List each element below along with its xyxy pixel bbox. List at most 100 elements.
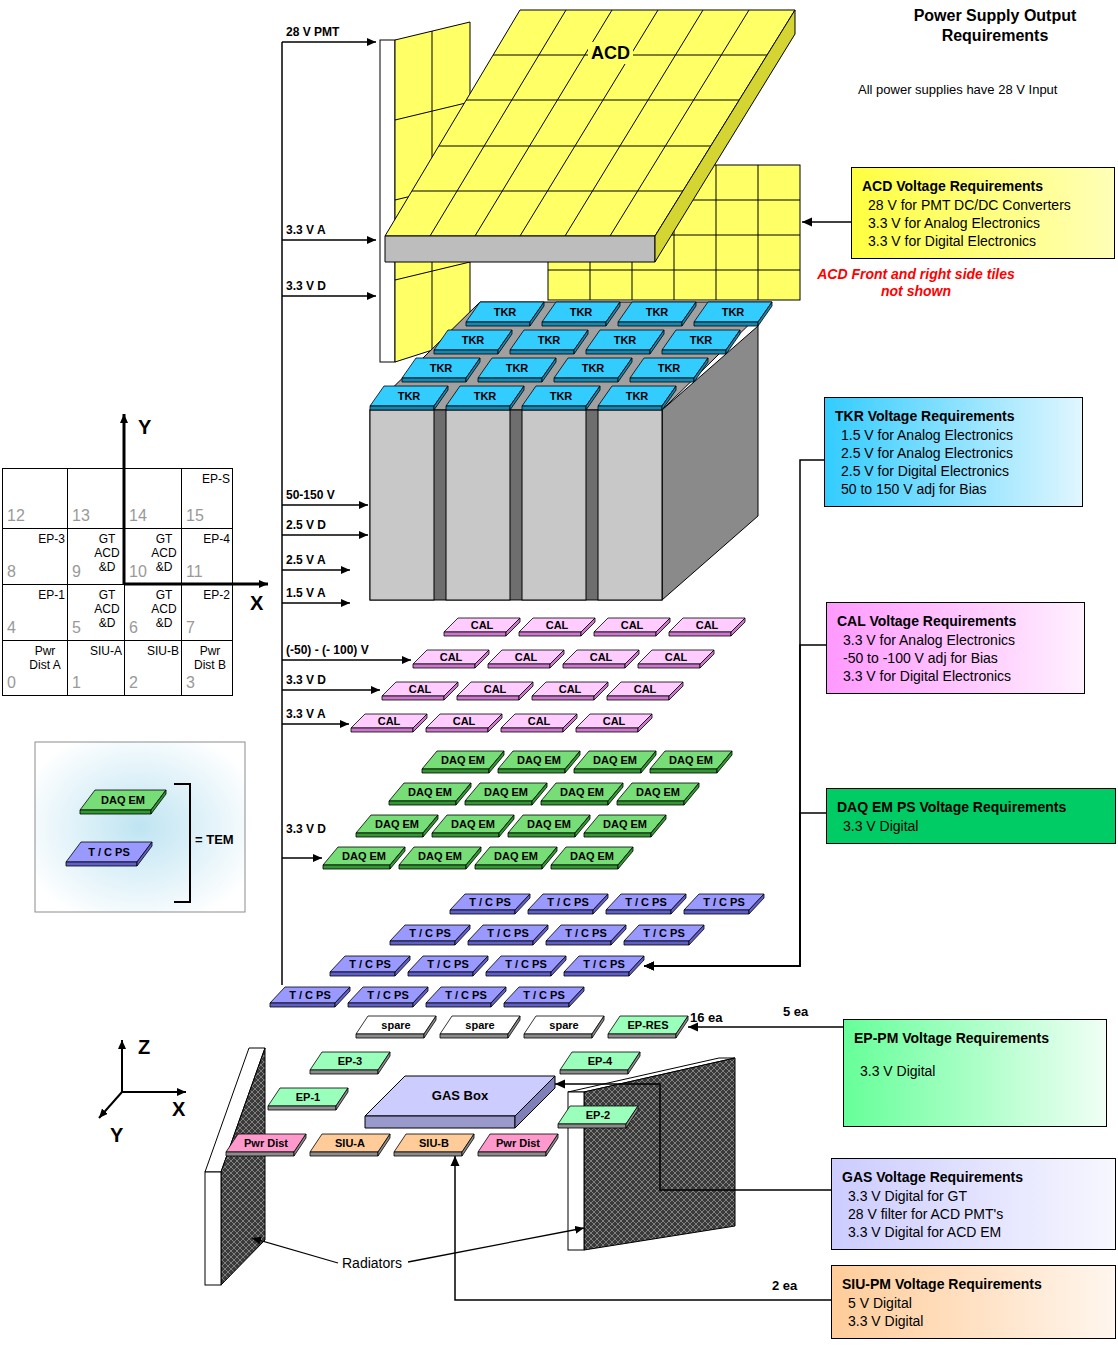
module-tile: EP-4	[560, 1052, 640, 1074]
arrowhead	[644, 962, 654, 971]
cell-label: EP-2	[203, 588, 230, 602]
cell-number: 1	[72, 674, 81, 691]
cell-number: 15	[186, 507, 204, 524]
tile-label: CAL	[603, 715, 626, 728]
module-tile: TKR	[618, 302, 696, 326]
connector-line	[644, 645, 826, 966]
tile-edge	[330, 972, 395, 976]
module-tile: CAL	[638, 650, 714, 668]
module-tile: SIU-A	[310, 1134, 390, 1156]
module-tile: EP-RES	[608, 1016, 688, 1038]
tile-edge	[651, 815, 666, 837]
connector	[451, 1156, 832, 1300]
voltage-label: 3.3 V A	[286, 223, 326, 237]
tile-edge	[608, 1034, 676, 1038]
module-tile: DAQ EM	[475, 847, 557, 869]
tile-label: T / C PS	[505, 958, 547, 971]
tile-edge	[598, 406, 662, 410]
box-line: 2.5 V for Analog Electronics	[835, 444, 1072, 462]
tile-label: DAQ EM	[517, 754, 561, 767]
tile-label: CAL	[484, 683, 507, 696]
tile-label: SIU-B	[419, 1137, 449, 1150]
voltage-label: 3.3 V A	[286, 707, 326, 721]
connector	[644, 813, 826, 971]
leader-line	[408, 1228, 584, 1262]
module-tile: T / C PS	[270, 987, 350, 1007]
tile-edge	[554, 378, 618, 382]
part-label: ACD	[588, 42, 633, 64]
cell-label: Pwr Dist B	[190, 644, 230, 672]
tile-edge	[618, 322, 682, 326]
power-bus	[282, 569, 350, 571]
tile-edge	[394, 1152, 462, 1156]
tile-label: T / C PS	[643, 927, 685, 940]
module-tile: DAQ EM	[432, 815, 514, 837]
box-line: 3.3 V for Analog Electronics	[862, 214, 1104, 232]
module-tile: TKR	[630, 358, 708, 382]
grid-cell: EP-S15	[181, 468, 233, 529]
tile-edge	[626, 1106, 638, 1128]
axis-label: Y	[138, 416, 151, 438]
cell-number: 9	[72, 563, 81, 580]
module-tile: CAL	[501, 714, 577, 732]
cell-number: 3	[186, 674, 195, 691]
radiator	[221, 1048, 265, 1285]
grid-cell: GT ACD &D6	[124, 584, 182, 641]
tile-edge	[676, 1016, 688, 1038]
tile-edge	[389, 801, 456, 805]
module-tile: TKR	[694, 302, 772, 326]
tile-top	[310, 1134, 390, 1152]
tile-edge	[629, 956, 644, 976]
module-tile: Pwr Dist	[226, 1134, 306, 1156]
module-tile: T / C PS	[546, 925, 626, 945]
tile-label: Pwr Dist	[244, 1137, 288, 1150]
count-label: 5 ea	[783, 1004, 808, 1020]
tile-edge	[694, 322, 758, 326]
cell-number: 14	[129, 507, 147, 524]
arrowhead	[802, 218, 812, 227]
detector-shield: ACD	[378, 8, 802, 300]
tile-edge	[444, 682, 458, 700]
tile-edge	[524, 1034, 592, 1038]
acd-top-plate	[412, 10, 767, 236]
axis-arrow	[122, 1091, 186, 1093]
tile-label: TKR	[494, 306, 517, 319]
tile-edge	[558, 1124, 626, 1128]
tile-label: TKR	[538, 334, 561, 347]
tile-edge	[413, 664, 475, 668]
tile-label: TKR	[570, 306, 593, 319]
module-tile: DAQ EM	[422, 751, 504, 773]
tile-label: CAL	[665, 651, 688, 664]
tile-edge	[434, 350, 498, 354]
box-line: 3.3 V for Digital Electronics	[862, 232, 1104, 250]
box-heading: CAL Voltage Requirements	[837, 611, 1074, 631]
tile-edge	[508, 833, 575, 837]
cell-number: 10	[129, 563, 147, 580]
box-heading: SIU-PM Voltage Requirements	[842, 1274, 1105, 1294]
cell-number: 7	[186, 619, 195, 636]
module-tile: Pwr Dist	[478, 1134, 558, 1156]
box-line: 3.3 V Digital	[854, 1062, 1096, 1080]
tile-label: DAQ EM	[101, 794, 145, 807]
tile-edge	[486, 972, 551, 976]
tile-edge	[488, 714, 502, 732]
tile-edge	[689, 925, 704, 945]
acd-top-plate	[655, 10, 795, 262]
legend-panel-ground	[174, 784, 190, 902]
module-tile: TKR	[542, 302, 620, 326]
tile-edge	[336, 1088, 348, 1110]
tile-label: CAL	[453, 715, 476, 728]
tile-label: DAQ EM	[636, 786, 680, 799]
power-bus	[282, 295, 376, 297]
box-heading: TKR Voltage Requirements	[835, 406, 1072, 426]
tile-edge	[151, 790, 166, 814]
module-tile: T / C PS	[330, 956, 410, 976]
module-tile: TKR	[510, 330, 588, 354]
module-tile: T / C PS	[528, 894, 608, 914]
cell-label: GT ACD &D	[149, 588, 179, 630]
tile-edge	[440, 1034, 508, 1038]
tracker-towers	[370, 410, 434, 600]
count-label: 2 ea	[772, 1278, 797, 1294]
tile-label: CAL	[590, 651, 613, 664]
tile-edge	[382, 696, 444, 700]
